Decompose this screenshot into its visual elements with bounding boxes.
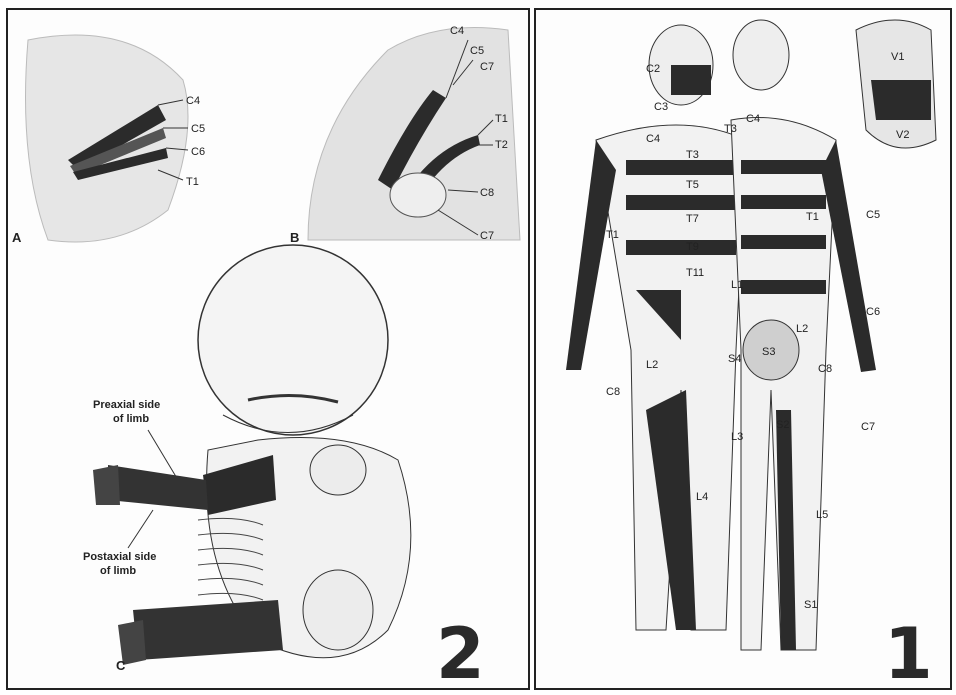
- postaxial-label-2: of limb: [100, 565, 136, 577]
- front-label-t1: T1: [606, 229, 619, 241]
- panel-b-label-c7-bottom: C7: [480, 230, 494, 242]
- back-label-t1: T1: [806, 211, 819, 223]
- panel-a-label-c4: C4: [186, 95, 200, 107]
- back-label-c4: C4: [746, 113, 760, 125]
- front-label-c2: C2: [646, 63, 660, 75]
- back-label-s4: S4: [728, 353, 741, 365]
- back-label-c8: C8: [818, 363, 832, 375]
- front-label-t5: T5: [686, 179, 699, 191]
- front-label-c8: C8: [606, 386, 620, 398]
- panel-b-label-c4: C4: [450, 25, 464, 37]
- panel-c-embryo: Preaxial side of limb Postaxial side of …: [83, 245, 485, 688]
- back-label-c6: C6: [866, 306, 880, 318]
- panel-a-letter: A: [12, 230, 22, 245]
- back-label-s3: S3: [762, 346, 775, 358]
- back-label-l4: L4: [696, 491, 708, 503]
- figure-2-drawing: C4 C5 C6 T1 A C4 C5 C7 T: [8, 10, 528, 688]
- front-label-t9: T9: [686, 241, 699, 253]
- front-body: C2 C3 C4 T3 T5 T7 T9 T11 T1 L2 C8: [566, 25, 746, 630]
- panel-a-label-c5: C5: [191, 123, 205, 135]
- panel-b-label-t2: T2: [495, 139, 508, 151]
- head-label-v1: V1: [891, 51, 904, 63]
- figure-1-panel: C2 C3 C4 T3 T5 T7 T9 T11 T1 L2 C8: [534, 8, 952, 690]
- panel-b-label-t1: T1: [495, 113, 508, 125]
- back-label-l3: L3: [731, 431, 743, 443]
- front-label-l2: L2: [646, 359, 658, 371]
- panel-a-label-t1: T1: [186, 176, 199, 188]
- panel-b-label-c5: C5: [470, 45, 484, 57]
- panel-c-letter: C: [116, 658, 126, 673]
- back-label-s2: S2: [776, 419, 789, 431]
- figure-2-panel: C4 C5 C6 T1 A C4 C5 C7 T: [6, 8, 530, 690]
- panel-a-label-c6: C6: [191, 146, 205, 158]
- back-label-t3: T3: [724, 123, 737, 135]
- back-label-c7: C7: [861, 421, 875, 433]
- front-label-c4: C4: [646, 133, 660, 145]
- head-label-v2: V2: [896, 129, 909, 141]
- front-label-t7: T7: [686, 213, 699, 225]
- back-label-l5: L5: [816, 509, 828, 521]
- postaxial-label-1: Postaxial side: [83, 551, 156, 563]
- panel-b-limb: C4 C5 C7 T1 T2 C8 C7 B: [290, 25, 520, 245]
- back-label-s1: S1: [804, 599, 817, 611]
- panel-b-label-c8: C8: [480, 187, 494, 199]
- front-label-t11: T11: [686, 267, 704, 279]
- back-label-l1: L1: [731, 279, 743, 291]
- panel-b-label-c7-top: C7: [480, 61, 494, 73]
- figure-1-number: 1: [884, 613, 933, 688]
- panel-a-limb-bud: C4 C5 C6 T1 A: [12, 35, 205, 245]
- back-label-c5: C5: [866, 209, 880, 221]
- preaxial-label-2: of limb: [113, 413, 149, 425]
- back-label-l2: L2: [796, 323, 808, 335]
- figure-1-drawing: C2 C3 C4 T3 T5 T7 T9 T11 T1 L2 C8: [536, 10, 950, 688]
- figure-2-number: 2: [436, 613, 485, 688]
- preaxial-label-1: Preaxial side: [93, 399, 160, 411]
- head-detail: V1 V2: [856, 20, 936, 148]
- front-label-c3: C3: [654, 101, 668, 113]
- panel-b-letter: B: [290, 230, 299, 245]
- front-label-t3: T3: [686, 149, 699, 161]
